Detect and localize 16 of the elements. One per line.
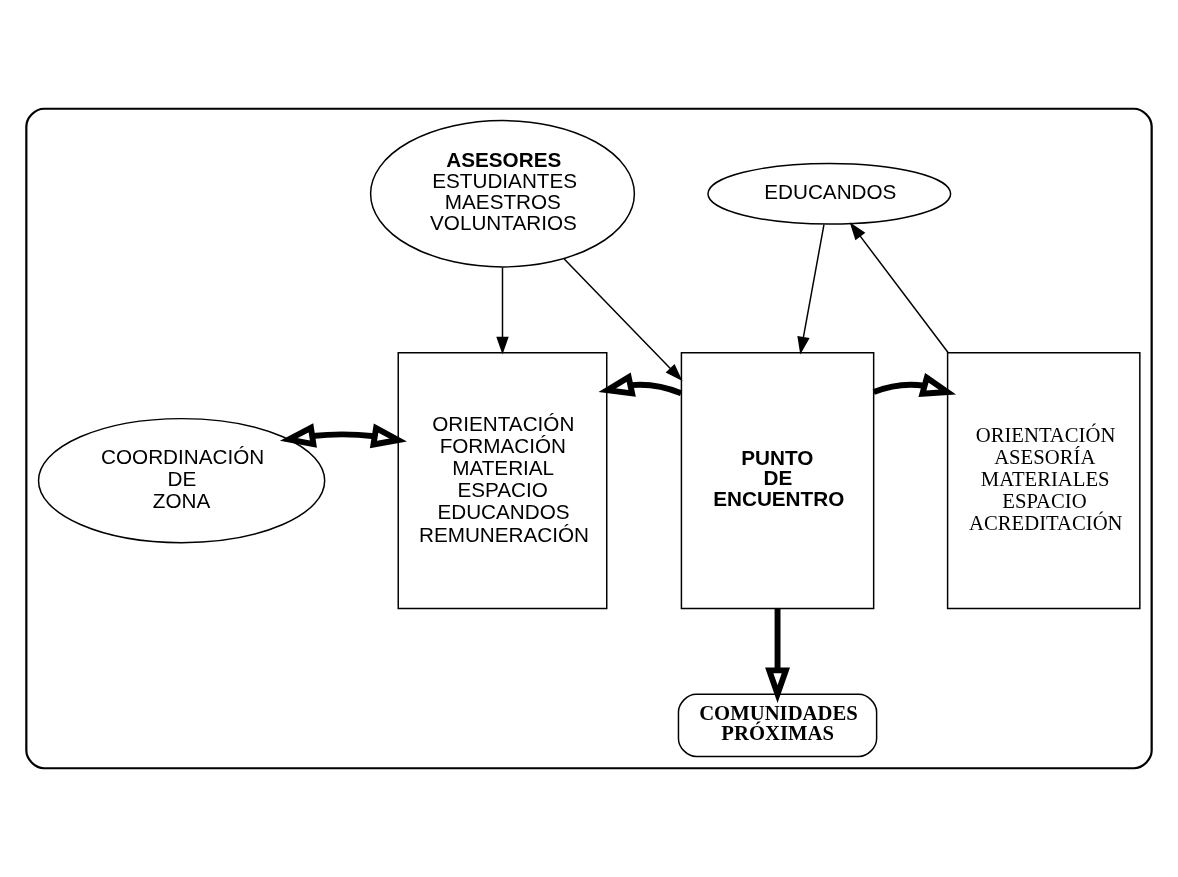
arrow [849, 222, 949, 354]
node-box: ORIENTACIÓN FORMACIÓN MATERIAL ESPACIO EDUCANDOS REMUNERACIÓN [397, 352, 608, 610]
arrow [598, 372, 683, 397]
arrow [765, 608, 790, 704]
arrow [279, 423, 407, 449]
node-box: ORIENTACIÓN ASESORÍA MATERIALES ESPACIO ACREDITACIÓN [946, 352, 1141, 610]
arrow [496, 266, 509, 355]
node-box: PUNTO DE ENCUENTRO [680, 352, 875, 610]
node-ellipse: ASESORES ESTUDIANTES MAESTROS VOLUNTARIOS [369, 119, 636, 268]
arrow [872, 373, 957, 398]
node-ellipse: COORDINACIÓN DE ZONA [37, 417, 326, 544]
cluster [25, 107, 1153, 770]
arrow [563, 258, 683, 382]
arrow [797, 223, 825, 355]
node-box: COMUNIDADES PRÓXIMAS [677, 693, 878, 758]
node-ellipse: EDUCANDOS [707, 162, 952, 225]
